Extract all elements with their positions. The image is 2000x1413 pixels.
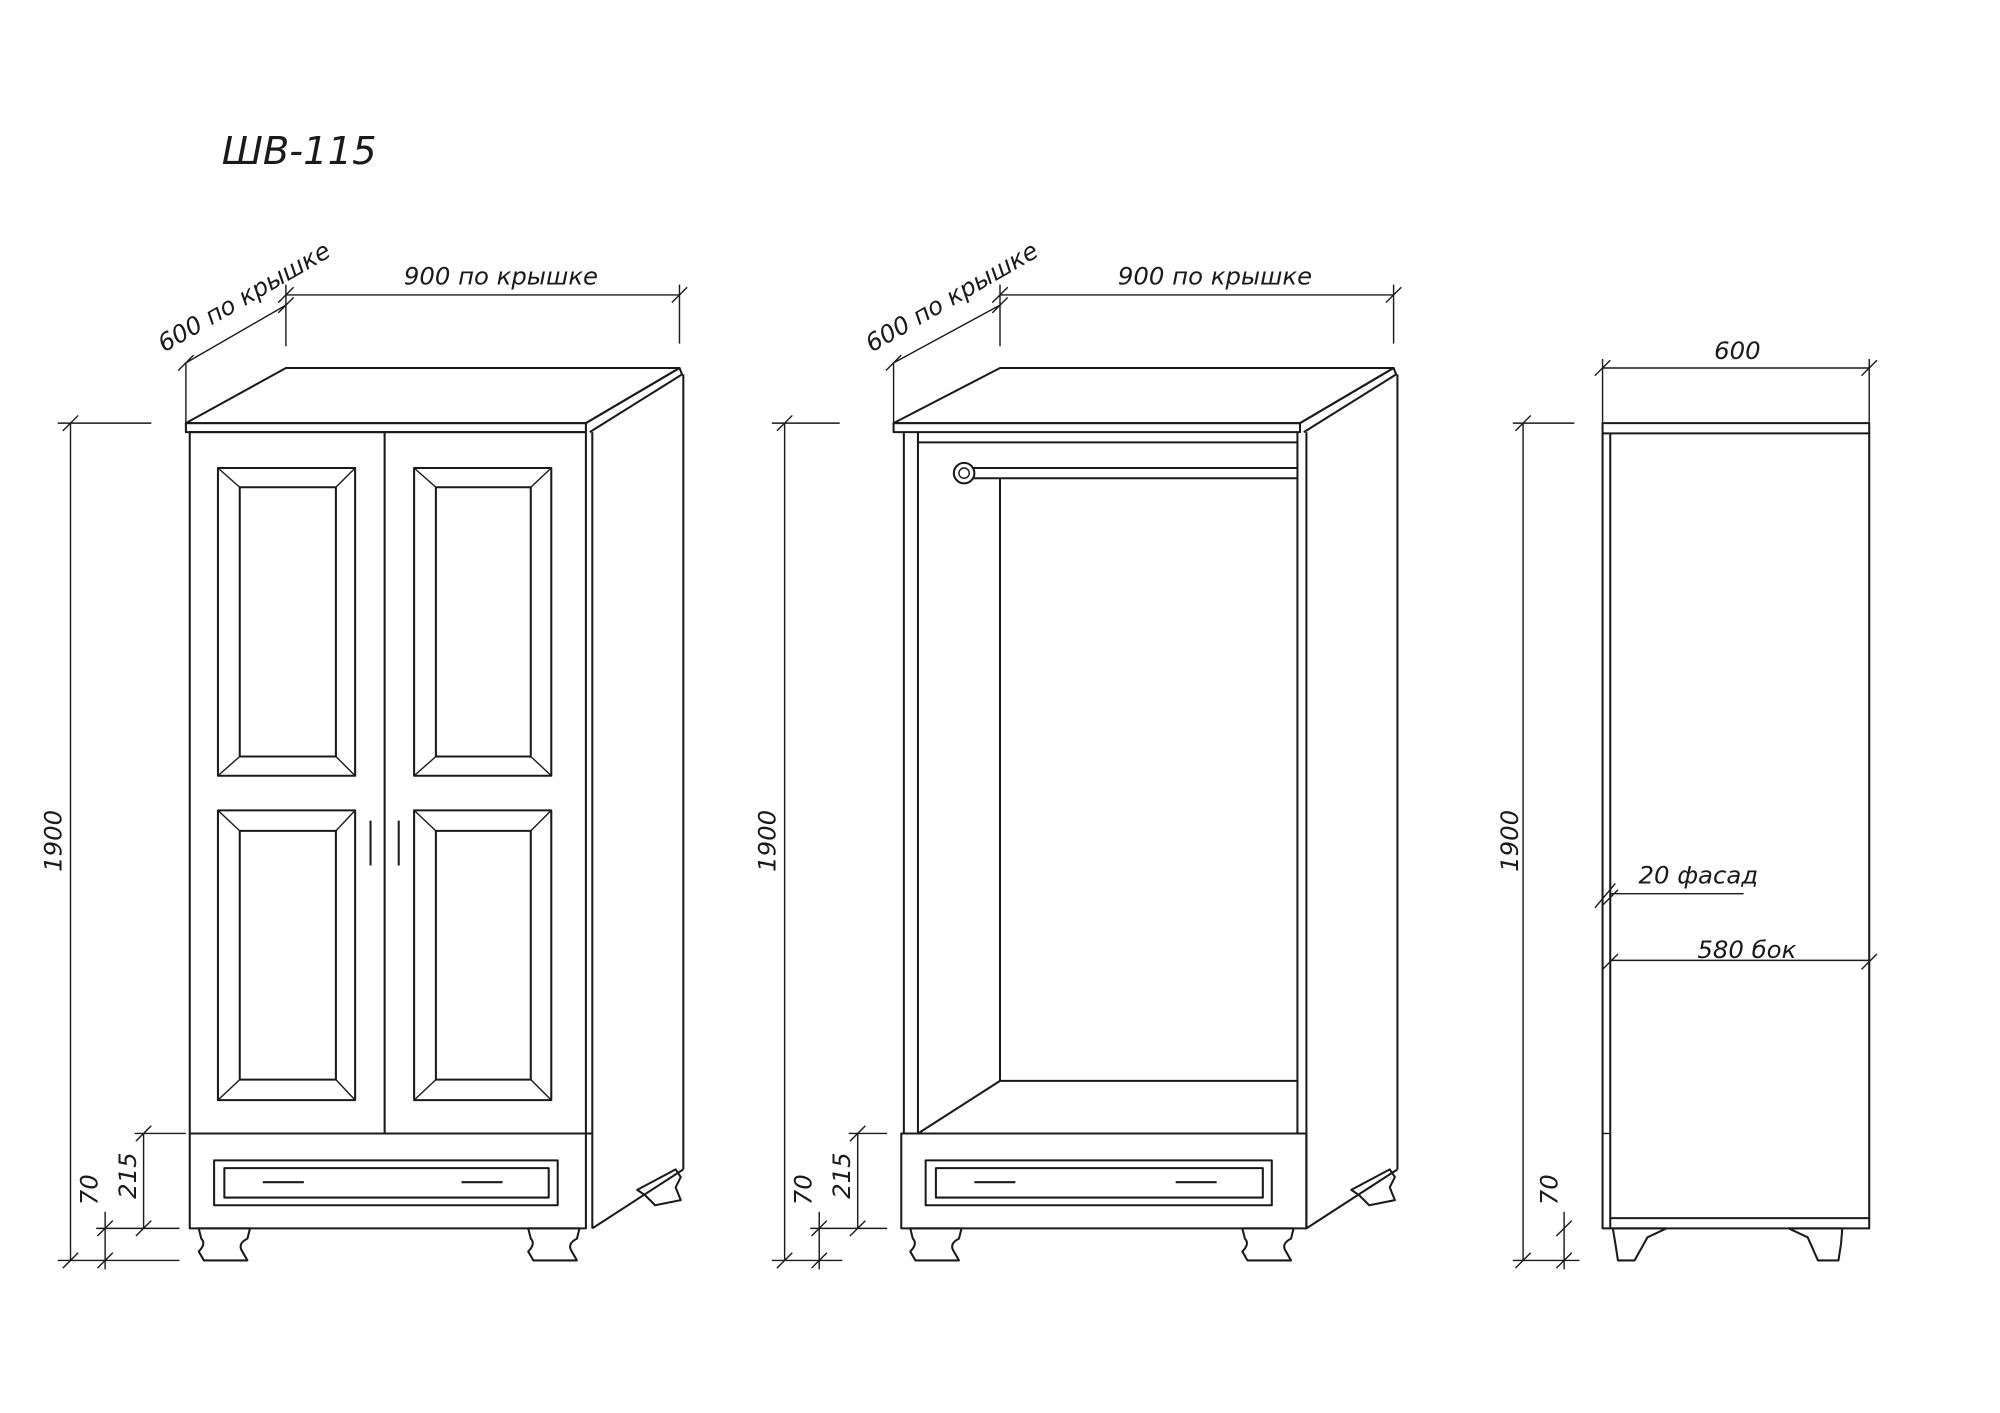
side-depth-dimension: 580 бок	[1697, 935, 1796, 964]
facade-thickness-dimension: 20 фасад	[1638, 860, 1758, 889]
door-panel	[413, 466, 553, 777]
view-side: 600 1900 20 фасад 580 бок 70	[1495, 336, 1878, 1270]
width-dimension: 900 по крышке	[404, 262, 598, 291]
leg-height-dimension: 70	[1535, 1174, 1564, 1205]
door-panel	[216, 466, 357, 777]
hanging-rail	[952, 461, 1298, 485]
door-panel	[216, 809, 357, 1102]
height-dimension: 1900	[39, 810, 68, 872]
leg-height-dimension: 70	[74, 1174, 103, 1205]
height-dimension: 1900	[753, 810, 782, 872]
door-handles	[369, 820, 400, 866]
height-dimension: 1900	[1495, 810, 1524, 872]
view-closed: 900 по крышке 600 по крышке 1900 215 70	[39, 236, 688, 1270]
drawing-title: ШВ-115	[222, 129, 377, 174]
depth-dimension: 600 по крышке	[860, 236, 1043, 358]
depth-dimension: 600	[1714, 336, 1760, 365]
drawer-height-dimension: 215	[113, 1152, 142, 1199]
drawer	[213, 1159, 559, 1207]
drawer-height-dimension: 215	[827, 1152, 856, 1199]
door-panel	[413, 809, 553, 1102]
drawer	[924, 1159, 1273, 1207]
width-dimension: 900 по крышке	[1118, 262, 1312, 291]
view-open: 900 по крышке 600 по крышке 1900 215 70	[753, 236, 1402, 1270]
depth-dimension: 600 по крышке	[153, 236, 336, 358]
leg-height-dimension: 70	[789, 1174, 818, 1205]
